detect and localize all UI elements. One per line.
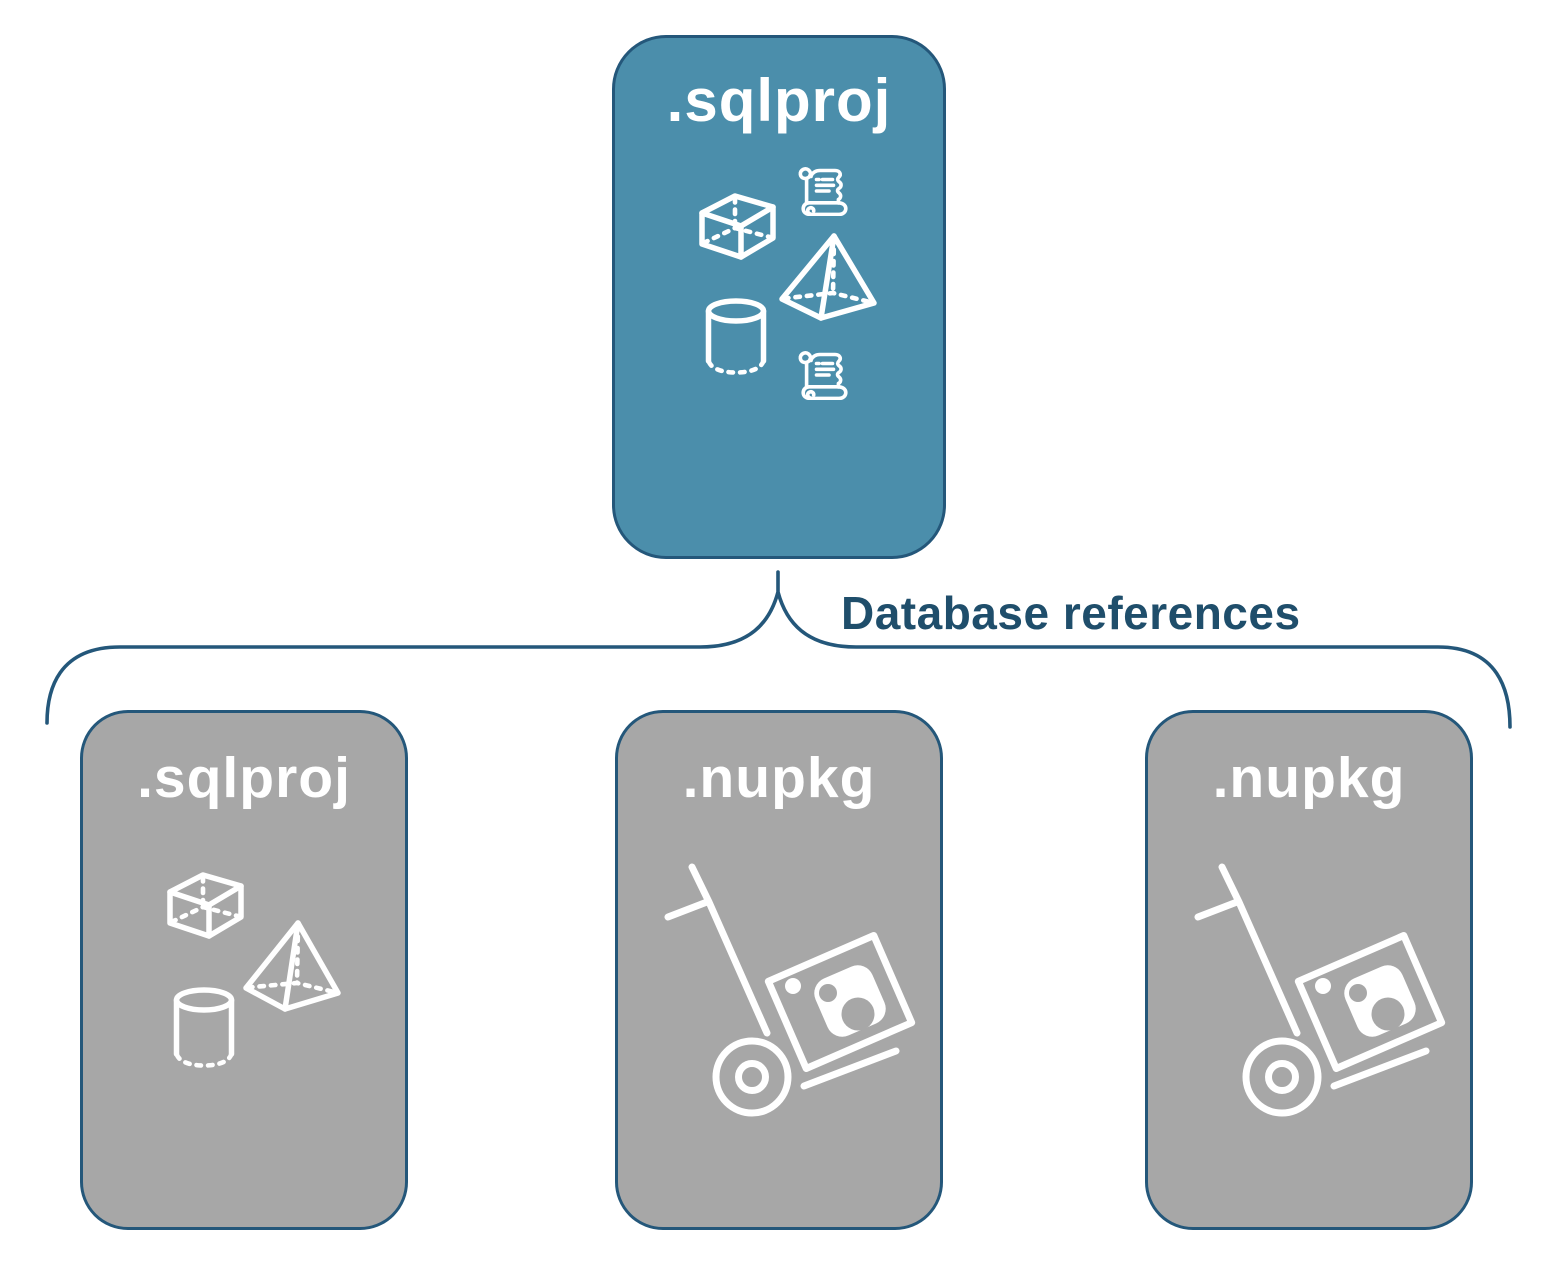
node-child-nupkg-1: .nupkg: [615, 710, 943, 1230]
script-scroll-icon: [798, 167, 848, 216]
node-child-nupkg-1-label: .nupkg: [682, 746, 876, 810]
cylinder-database-icon: [173, 987, 235, 1068]
pyramid-icon: [779, 233, 877, 321]
cube-icon: [167, 872, 244, 939]
node-child-sqlproj: .sqlproj: [80, 710, 408, 1230]
connector-label: Database references: [841, 587, 1301, 639]
node-root-label: .sqlproj: [666, 67, 892, 134]
package-hand-truck-icon: [1194, 863, 1446, 1117]
node-child-nupkg-2: .nupkg: [1145, 710, 1473, 1230]
script-scroll-icon: [798, 351, 848, 400]
package-hand-truck-icon: [664, 863, 916, 1117]
pyramid-icon: [243, 920, 341, 1012]
node-child-nupkg-2-label: .nupkg: [1212, 746, 1406, 810]
node-child-sqlproj-label: .sqlproj: [137, 746, 351, 810]
cylinder-database-icon: [705, 298, 767, 375]
node-root-sqlproj: .sqlproj: [612, 35, 946, 559]
cube-icon: [699, 193, 776, 260]
